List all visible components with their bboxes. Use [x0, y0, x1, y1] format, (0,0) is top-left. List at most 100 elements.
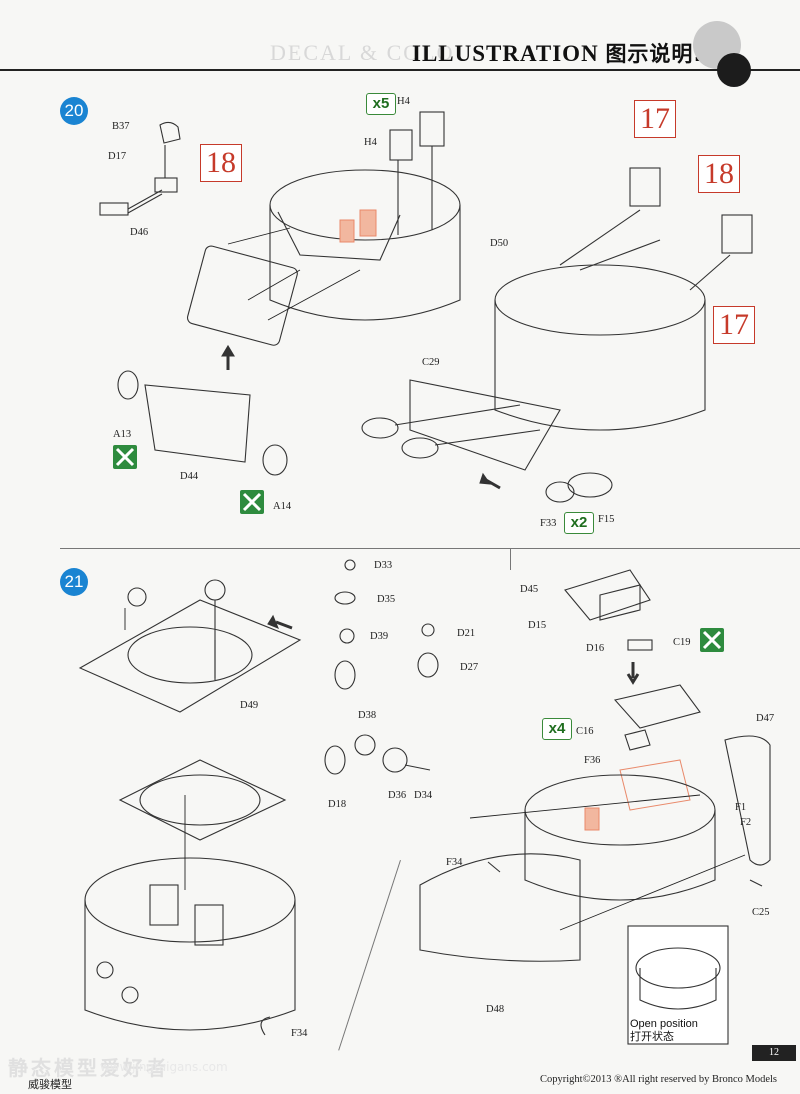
part-d21	[421, 623, 435, 637]
part-label-d44: D44	[180, 471, 199, 482]
lower-turret-top	[84, 857, 296, 943]
part-label-h4-left: H4	[364, 137, 377, 148]
part-label-f1: F1	[735, 802, 747, 813]
part-label-d38: D38	[358, 710, 377, 721]
part-label-d27: D27	[460, 662, 479, 673]
part-d38	[354, 734, 376, 756]
inset-caption-zh: 打开状态	[630, 1031, 674, 1043]
part-c29-plate	[409, 379, 561, 471]
part-f15	[567, 472, 613, 498]
part-label-d35: D35	[377, 594, 396, 605]
part-d39-base	[334, 660, 356, 690]
part-c16	[624, 729, 651, 751]
part-b37	[159, 121, 181, 144]
part-d44	[144, 384, 251, 463]
part-label-f34-right: F34	[446, 857, 463, 868]
inset-caption-en: Open position	[630, 1018, 698, 1030]
part-label-a13: A13	[113, 429, 132, 440]
part-h4a	[389, 129, 413, 161]
inset-caption: Open position 打开状态	[630, 1018, 698, 1044]
part-d49-plate	[78, 599, 302, 713]
part-c19	[627, 639, 653, 651]
part-f34-b	[487, 861, 501, 873]
hook-1	[361, 417, 399, 439]
step-reference-18-right: 18	[698, 155, 740, 193]
part-label-f36: F36	[584, 755, 601, 766]
part-d34	[404, 764, 431, 771]
part-label-a14: A14	[273, 501, 292, 512]
step-reference-17-top: 17	[634, 100, 676, 138]
step-20-parts	[99, 111, 753, 503]
page-title: ILLUSTRATION 图示说明:	[412, 38, 703, 68]
part-label-d36: D36	[388, 790, 407, 801]
right-box-2	[721, 214, 753, 254]
part-label-d17: D17	[108, 151, 127, 162]
part-label-d34: D34	[414, 790, 433, 801]
step-21-parts	[78, 559, 771, 1045]
inset-frame	[627, 925, 729, 1045]
step-divider-vertical-top	[510, 548, 511, 570]
part-d48	[419, 853, 581, 962]
step-divider-horizontal	[60, 548, 800, 549]
part-label-d39: D39	[370, 631, 389, 642]
leader-lines	[124, 227, 746, 931]
part-d36	[382, 747, 408, 773]
part-d44-large	[186, 245, 298, 346]
glue-icon-group	[113, 445, 724, 652]
step-20-badge: 20	[60, 97, 88, 125]
header-rule	[0, 69, 800, 71]
part-label-h4-top: H4	[397, 96, 410, 107]
part-label-d33: D33	[374, 560, 393, 571]
part-d18	[324, 745, 346, 775]
part-label-d18: D18	[328, 799, 347, 810]
part-label-d21: D21	[457, 628, 476, 639]
part-label-f15: F15	[598, 514, 615, 525]
site-watermark-url: www.jingtaigans.com	[100, 1060, 228, 1074]
part-f33	[545, 481, 575, 503]
part-label-d46: D46	[130, 227, 149, 238]
site-watermark: 静态模型爱好者	[8, 1056, 169, 1080]
multiplier-x5: x5	[366, 93, 396, 115]
part-label-c19: C19	[673, 637, 691, 648]
page-title-zh: 图示说明:	[605, 42, 703, 66]
part-label-f34-left: F34	[291, 1028, 308, 1039]
part-f34-a	[260, 1016, 271, 1036]
copyright-notice: Copyright©2013 ®All right reserved by Br…	[540, 1074, 778, 1085]
ghost-decal-heading: DECAL & COLO	[270, 40, 455, 65]
part-label-d16: D16	[586, 643, 605, 654]
part-label-c29: C29	[422, 357, 440, 368]
part-label-c25: C25	[752, 907, 770, 918]
page-title-en: ILLUSTRATION	[412, 41, 599, 66]
part-d49-ring	[127, 626, 253, 684]
part-c25	[749, 879, 763, 887]
step-21-badge: 21	[60, 568, 88, 596]
multiplier-x4: x4	[542, 718, 572, 740]
part-label-d48: D48	[486, 1004, 505, 1015]
step-reference-17-bottom: 17	[713, 306, 755, 344]
hook-2	[401, 437, 439, 459]
lower-ring	[139, 774, 261, 826]
lid-plate	[613, 684, 701, 729]
part-a14	[262, 444, 288, 476]
part-d27	[417, 652, 439, 678]
part-label-d45: D45	[520, 584, 539, 595]
part-h4b	[419, 111, 445, 147]
part-label-d15: D15	[528, 620, 547, 631]
right-box-1	[629, 167, 661, 207]
part-d47	[724, 735, 771, 866]
part-label-f33: F33	[540, 518, 557, 529]
part-a13	[117, 370, 139, 400]
part-label-c16: C16	[576, 726, 594, 737]
part-d17	[154, 177, 178, 193]
part-label-d49: D49	[240, 700, 259, 711]
header-black-circle	[717, 53, 751, 87]
right-cupola-top	[494, 264, 706, 336]
part-d35	[334, 591, 356, 605]
part-label-d50: D50	[490, 238, 509, 249]
multiplier-x2: x2	[564, 512, 594, 534]
part-d33	[344, 559, 356, 571]
part-d45	[564, 569, 651, 621]
step-reference-18-left: 18	[200, 144, 242, 182]
